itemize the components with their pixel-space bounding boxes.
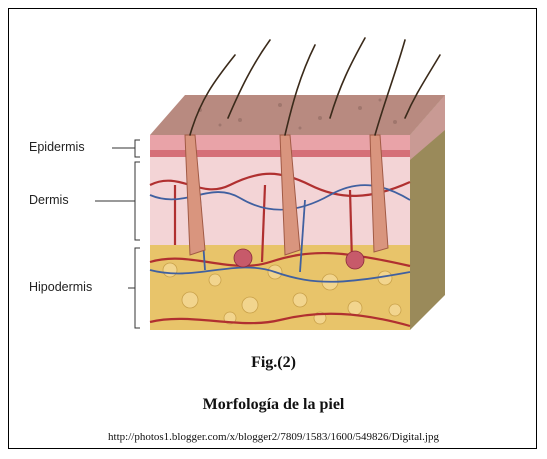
skin-surface (150, 95, 445, 135)
label-dermis: Dermis (29, 193, 69, 207)
figure-title: Morfología de la piel (0, 396, 547, 414)
source-url: http://photos1.blogger.com/x/blogger2/78… (0, 431, 547, 443)
label-epidermis: Epidermis (29, 140, 85, 154)
label-hipodermis: Hipodermis (29, 280, 92, 294)
figure-number: Fig.(2) (0, 354, 547, 372)
